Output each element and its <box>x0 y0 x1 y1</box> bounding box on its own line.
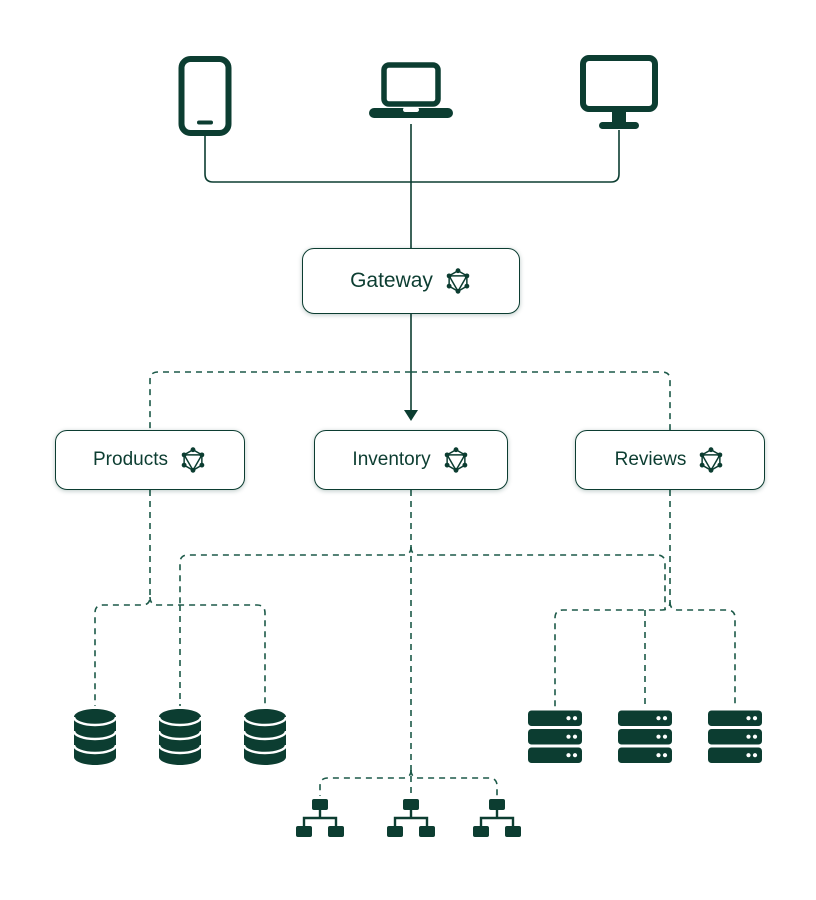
database-icon <box>71 708 119 766</box>
gateway-label: Gateway <box>350 269 433 292</box>
inventory-to-servers-wire <box>410 546 666 610</box>
service-label: Reviews <box>614 449 687 470</box>
desktop-client-icon <box>580 55 658 135</box>
inventory-to-cluster-3-wire <box>410 769 498 796</box>
graphql-icon <box>442 446 470 474</box>
service-node-inventory: Inventory <box>314 430 508 490</box>
inventory-to-database-wire <box>179 546 412 605</box>
tablet-to-gateway-wire <box>204 136 411 183</box>
graphql-icon <box>179 446 207 474</box>
service-node-reviews: Reviews <box>575 430 765 490</box>
desktop-to-gateway-wire <box>411 130 620 183</box>
service-label: Inventory <box>352 449 431 470</box>
network-nodes-icon <box>295 798 345 838</box>
reviews-to-server-3-wire <box>669 601 736 708</box>
server-rack-icon <box>707 710 763 764</box>
products-to-database-1-wire <box>94 490 151 706</box>
graphql-icon <box>444 267 472 295</box>
gateway-node: Gateway <box>302 248 520 314</box>
network-nodes-icon <box>386 798 436 838</box>
server-rack-icon <box>617 710 673 764</box>
gateway-to-reviews-wire <box>411 371 671 430</box>
arrow-down-icon <box>404 410 418 421</box>
database-icon <box>156 708 204 766</box>
products-to-database-3-wire <box>149 596 266 706</box>
laptop-client-icon <box>367 62 455 124</box>
tablet-client-icon <box>178 56 232 136</box>
gateway-to-products-wire <box>149 371 411 430</box>
service-node-products: Products <box>55 430 245 490</box>
database-icon <box>241 708 289 766</box>
graphql-icon <box>697 446 725 474</box>
inventory-to-cluster-1-wire <box>319 769 412 796</box>
server-rack-icon <box>527 710 583 764</box>
service-label: Products <box>93 449 168 470</box>
network-nodes-icon <box>472 798 522 838</box>
reviews-to-server-1-wire <box>554 490 671 708</box>
